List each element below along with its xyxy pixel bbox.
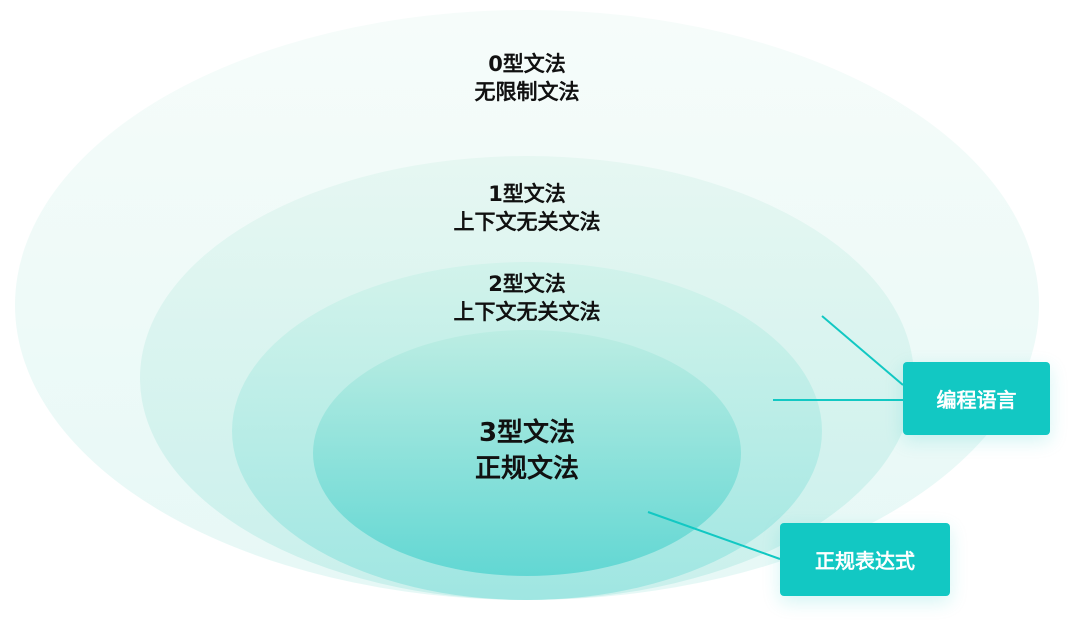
type1-type: 1型文法 xyxy=(488,182,566,206)
type2-type: 2型文法 xyxy=(488,272,566,296)
connector-line xyxy=(821,315,904,386)
type0-type: 0型文法 xyxy=(488,52,566,76)
type3-label: 3型文法 正规文法 xyxy=(377,415,677,487)
type2-name: 上下文无关文法 xyxy=(453,300,601,324)
programming-language-callout: 编程语言 xyxy=(903,362,1050,435)
type2-label: 2型文法 上下文无关文法 xyxy=(377,270,677,326)
type3-type: 3型文法 xyxy=(478,418,576,448)
ellipse-type3 xyxy=(313,330,741,576)
type3-name: 正规文法 xyxy=(474,454,579,484)
type0-name: 无限制文法 xyxy=(474,80,580,104)
type1-name: 上下文无关文法 xyxy=(453,210,601,234)
type0-label: 0型文法 无限制文法 xyxy=(377,50,677,106)
type1-label: 1型文法 上下文无关文法 xyxy=(377,180,677,236)
connector-line xyxy=(647,511,781,560)
regex-callout: 正规表达式 xyxy=(780,523,950,596)
